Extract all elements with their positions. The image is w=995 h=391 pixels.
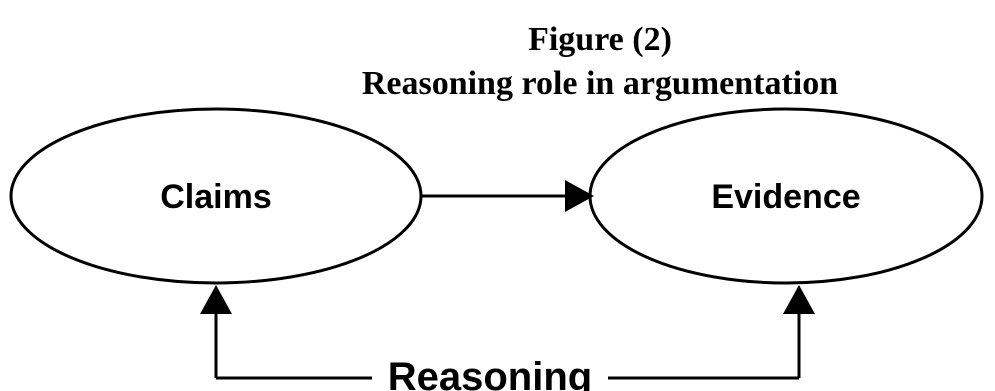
- reasoning-label: Reasoning: [388, 355, 592, 391]
- evidence-label: Evidence: [711, 178, 860, 216]
- reasoning-to-claims-arrow: [200, 285, 372, 380]
- figure-title: Reasoning role in argumentation: [361, 65, 839, 102]
- claims-to-evidence-arrow: [421, 180, 594, 212]
- claims-label: Claims: [160, 178, 272, 216]
- figure-title-block: Figure (2) Reasoning role in argumentati…: [300, 18, 900, 106]
- figure-number: Figure (2): [528, 21, 672, 58]
- reasoning-to-evidence-arrow: [608, 285, 815, 380]
